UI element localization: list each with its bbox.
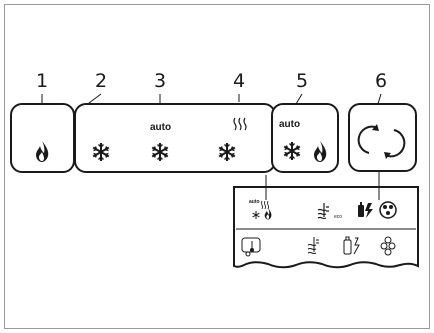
button-5-auto[interactable] — [271, 103, 339, 173]
callout-2: 2 — [95, 70, 108, 92]
caravan-thermometer-icon — [241, 237, 261, 257]
display-eco-label: eco — [334, 214, 343, 220]
button-group-cooling[interactable] — [74, 103, 276, 173]
water-heater-icon — [307, 237, 319, 254]
gas-bottle-electric-icon — [343, 236, 360, 255]
display-panel — [233, 186, 419, 269]
fan-mode-icon — [379, 201, 397, 219]
callout-6: 6 — [375, 70, 388, 92]
fan-icon — [380, 236, 396, 256]
callout-1: 1 — [36, 70, 49, 92]
figure-frame — [4, 4, 430, 329]
auto-label-5: auto — [279, 119, 301, 130]
heat-waves-icon — [233, 117, 247, 131]
cycle-arrows-icon — [357, 124, 406, 159]
display-auto-label: auto — [249, 199, 260, 205]
callout-4: 4 — [233, 70, 246, 92]
auto-cool-heat-icon — [252, 200, 272, 220]
auto-label-3: auto — [150, 122, 172, 133]
gas-electric-icon — [358, 202, 373, 218]
water-heater-eco-icon — [317, 203, 329, 220]
callout-3: 3 — [154, 70, 167, 92]
callout-5: 5 — [296, 70, 309, 92]
